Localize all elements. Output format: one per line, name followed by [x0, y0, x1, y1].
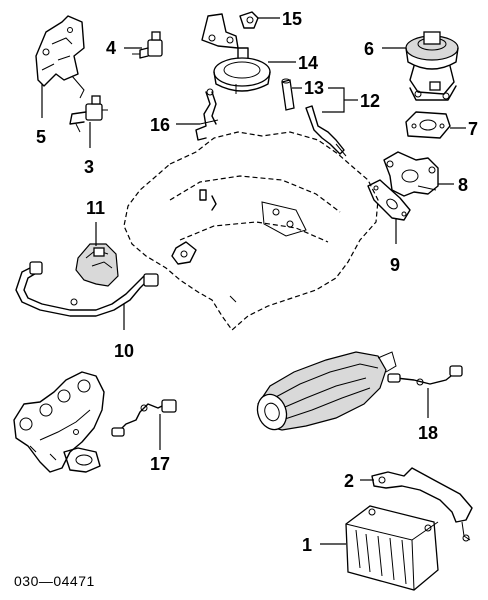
callout-15: 15: [282, 9, 302, 29]
engine-phantom-outline: [123, 131, 379, 331]
part-17-oxygen-sensor: [111, 399, 177, 437]
document-number: 030—04471: [14, 573, 95, 589]
callout-6: 6: [364, 39, 374, 59]
part-18-oxygen-sensor: [387, 365, 463, 386]
callout-17: 17: [150, 454, 170, 474]
callout-3: 3: [84, 157, 94, 177]
part-14-egr-control-valve: [213, 47, 271, 94]
callout-7: 7: [468, 119, 478, 139]
callout-16: 16: [150, 115, 170, 135]
callout-1: 1: [302, 535, 312, 555]
part-2-canister-bracket: [371, 467, 473, 542]
part-11-heat-shield: [75, 243, 119, 287]
callout-9: 9: [390, 255, 400, 275]
part-3-vacuum-valve: [69, 95, 108, 133]
exhaust-manifold: [13, 371, 105, 473]
part-10-egr-tube: [15, 261, 159, 317]
part-1-evap-canister: [345, 505, 439, 591]
callout-8: 8: [458, 175, 468, 195]
part-15-clip: [239, 11, 259, 29]
callout-2: 2: [344, 471, 354, 491]
callout-5: 5: [36, 127, 46, 147]
part-16-tube: [195, 88, 219, 141]
part-12-sensor: [305, 105, 347, 157]
callout-10: 10: [114, 341, 134, 361]
part-6-egr-valve: [405, 31, 459, 101]
part-13-hose: [281, 78, 295, 111]
callout-14: 14: [298, 53, 318, 73]
callout-11: 11: [86, 198, 105, 218]
part-5-bracket: [35, 15, 85, 99]
part-7-gasket: [405, 111, 451, 139]
callout-4: 4: [106, 38, 116, 58]
callout-12: 12: [360, 91, 380, 111]
part-4-vacuum-valve: [132, 31, 163, 59]
callout-18: 18: [418, 423, 438, 443]
part-8-egr-adapter: [383, 151, 439, 197]
part-9-gasket: [367, 179, 411, 221]
part-bracket-upper: [201, 13, 239, 49]
callout-13: 13: [304, 78, 324, 98]
catalytic-converter: [256, 351, 397, 431]
